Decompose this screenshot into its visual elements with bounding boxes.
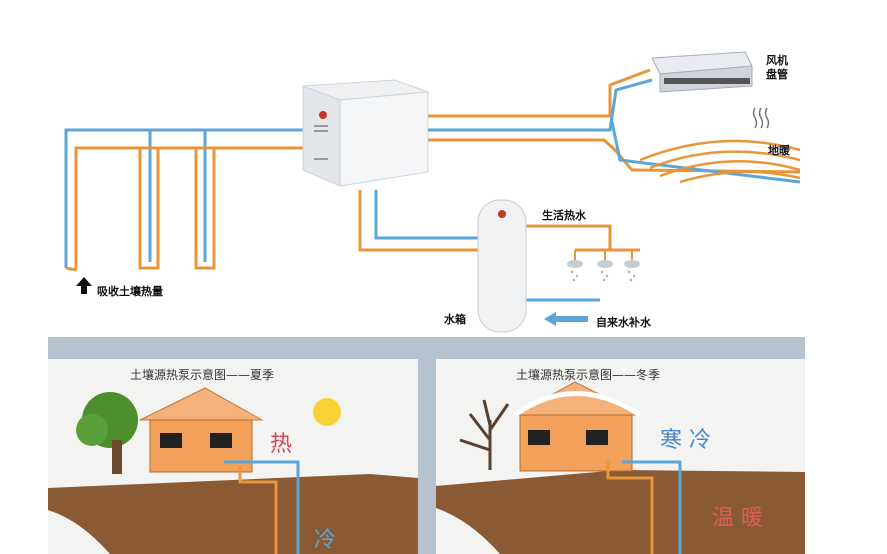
summer-hot-word: 热 — [270, 432, 293, 457]
hot-water-label: 生活热水 — [542, 209, 586, 222]
fan-coil-label-1: 风机 — [766, 54, 788, 67]
tap-water-label: 自来水补水 — [596, 316, 651, 329]
tap-water-arrow-icon — [544, 312, 588, 326]
fan-coil-label-2: 盘管 — [766, 68, 788, 81]
absorb-heat-label: 吸收土壤热量 — [97, 285, 163, 298]
heat-pump-unit — [302, 79, 429, 187]
winter-warm-word: 温 暖 — [712, 506, 763, 531]
winter-cold-word: 寒 冷 — [660, 428, 711, 453]
separator-bar — [48, 337, 805, 359]
summer-panel-title: 土壤源热泵示意图——夏季 — [130, 368, 275, 382]
water-tank — [477, 199, 527, 333]
summer-cold-word: 冷 — [314, 528, 337, 553]
floor-heating-label: 地暖 — [768, 144, 790, 157]
winter-panel — [436, 359, 805, 554]
fan-coil-unit — [651, 51, 753, 93]
up-arrow-icon — [76, 277, 92, 294]
heat-wave-icon — [752, 107, 770, 129]
winter-panel-title: 土壤源热泵示意图——冬季 — [516, 368, 661, 382]
summer-panel — [48, 359, 418, 554]
ground-loop-pipes — [64, 128, 305, 272]
separator-divider — [418, 359, 436, 554]
shower-heads — [567, 260, 640, 268]
tank-label: 水箱 — [444, 313, 466, 326]
